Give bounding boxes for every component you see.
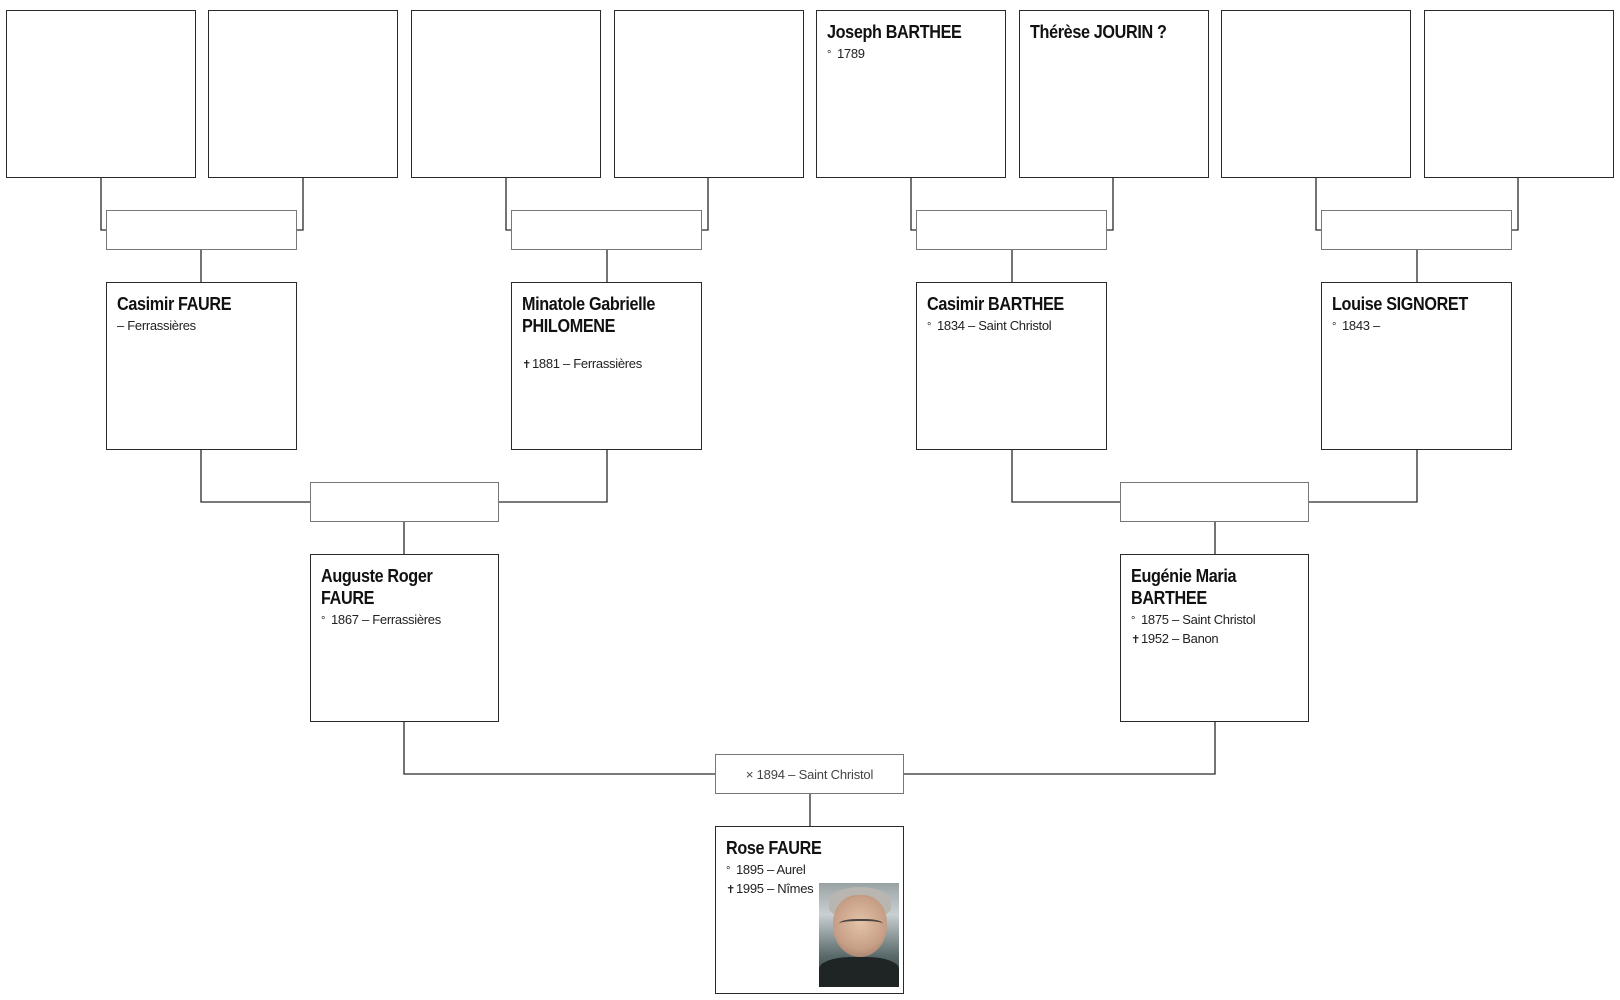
- union-box-u5: [511, 210, 702, 250]
- photo-coat: [819, 957, 899, 987]
- union-box-u2: [310, 482, 499, 522]
- birth-line: ° 1875 – Saint Christol: [1131, 611, 1298, 630]
- death-line: ✝1952 – Banon: [1131, 630, 1298, 649]
- person-name: Auguste Roger FAURE: [321, 566, 433, 608]
- person-photo[interactable]: [819, 883, 899, 987]
- death-symbol: ✝: [522, 359, 531, 371]
- death-symbol: ✝: [726, 884, 735, 896]
- person-box-p9[interactable]: [208, 10, 398, 178]
- birth-info: 1843 –: [1342, 318, 1380, 333]
- person-name: Rose FAURE: [726, 838, 822, 858]
- birth-line: ° 1789: [827, 45, 995, 64]
- birth-info: 1789: [837, 46, 865, 61]
- birth-symbol: °: [827, 49, 832, 61]
- person-box-p5[interactable]: Minatole Gabrielle PHILOMENE ✝1881 – Fer…: [511, 282, 702, 450]
- person-box-p12[interactable]: Joseph BARTHEE ° 1789: [816, 10, 1006, 178]
- person-box-p1[interactable]: Rose FAURE ° 1895 – Aurel ✝1995 – Nîmes: [715, 826, 904, 994]
- death-line: ✝1995 – Nîmes: [726, 880, 893, 899]
- birth-symbol: °: [1332, 321, 1337, 333]
- birth-line: ° 1895 – Aurel: [726, 861, 893, 880]
- person-name: Casimir FAURE: [117, 294, 232, 314]
- union-box-u6: [916, 210, 1107, 250]
- birth-symbol: °: [927, 321, 932, 333]
- person-name: Minatole Gabrielle PHILOMENE: [522, 294, 656, 336]
- death-info: 1881 – Ferrassières: [532, 356, 642, 371]
- person-name: Louise SIGNORET: [1332, 294, 1468, 314]
- photo-glasses: [839, 919, 883, 931]
- person-box-p10[interactable]: [411, 10, 601, 178]
- person-name: Casimir BARTHEE: [927, 294, 1064, 314]
- death-line: ✝1881 – Ferrassières: [522, 355, 691, 374]
- birth-info: 1895 – Aurel: [736, 862, 806, 877]
- birth-line: ° 1843 –: [1332, 317, 1501, 336]
- person-box-p6[interactable]: Casimir BARTHEE ° 1834 – Saint Christol: [916, 282, 1107, 450]
- union-box-u1: × 1894 – Saint Christol: [715, 754, 904, 794]
- person-box-p4[interactable]: Casimir FAURE – Ferrassières: [106, 282, 297, 450]
- death-symbol: ✝: [1131, 634, 1140, 646]
- birth-symbol: °: [321, 615, 326, 627]
- birth-info: 1834 – Saint Christol: [937, 318, 1052, 333]
- union-box-u4: [106, 210, 297, 250]
- birth-info: 1875 – Saint Christol: [1141, 612, 1256, 627]
- union-box-u3: [1120, 482, 1309, 522]
- person-box-p13[interactable]: Thérèse JOURIN ?: [1019, 10, 1209, 178]
- person-box-p7[interactable]: Louise SIGNORET ° 1843 –: [1321, 282, 1512, 450]
- birth-symbol: °: [726, 865, 731, 877]
- person-name: Eugénie Maria BARTHEE: [1131, 566, 1237, 608]
- person-box-p11[interactable]: [614, 10, 804, 178]
- person-name: Thérèse JOURIN ?: [1030, 22, 1167, 42]
- union-box-u7: [1321, 210, 1512, 250]
- death-info: 1952 – Banon: [1141, 631, 1219, 646]
- person-box-p3[interactable]: Eugénie Maria BARTHEE ° 1875 – Saint Chri…: [1120, 554, 1309, 722]
- place-info: – Ferrassières: [117, 318, 196, 333]
- birth-symbol: °: [1131, 615, 1136, 627]
- birth-line: ° 1834 – Saint Christol: [927, 317, 1096, 336]
- person-box-p15[interactable]: [1424, 10, 1614, 178]
- person-name: Joseph BARTHEE: [827, 22, 962, 42]
- birth-info: 1867 – Ferrassières: [331, 612, 441, 627]
- person-box-p14[interactable]: [1221, 10, 1411, 178]
- birth-line: ° 1867 – Ferrassières: [321, 611, 488, 630]
- person-box-p8[interactable]: [6, 10, 196, 178]
- person-box-p2[interactable]: Auguste Roger FAURE ° 1867 – Ferrassières: [310, 554, 499, 722]
- death-info: 1995 – Nîmes: [736, 881, 814, 896]
